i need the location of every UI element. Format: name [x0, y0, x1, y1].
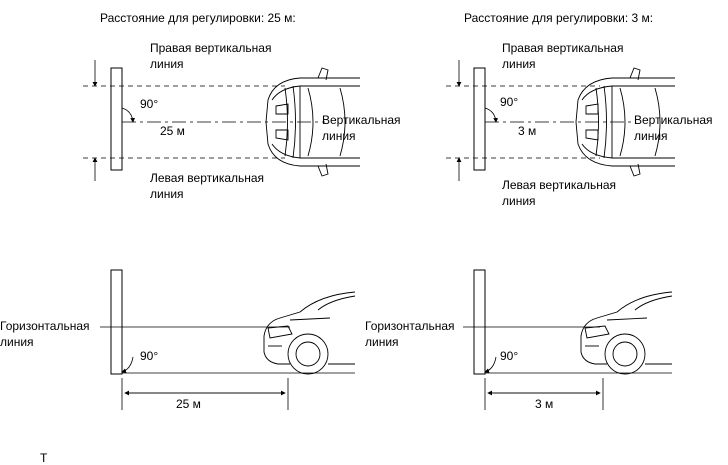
- heading-3m: Расстояние для регулировки: 3 м:: [464, 11, 653, 25]
- right-vertical-label-2: линия: [502, 57, 536, 71]
- vertical-line-label-2: линия: [634, 129, 668, 143]
- car-side-view: [580, 291, 673, 375]
- horizontal-line-label-1: Горизонтальная: [0, 319, 90, 333]
- footer-mark: T: [40, 451, 48, 465]
- top-view-3m: Расстояние для регулировки: 3 м: 90° 3 м…: [446, 11, 713, 208]
- right-vertical-label-2: линия: [150, 57, 184, 71]
- vertical-line-label-1: Вертикальная: [322, 113, 401, 127]
- right-vertical-label-1: Правая вертикальная: [150, 41, 271, 55]
- angle-arc: [484, 107, 499, 123]
- left-vertical-label-2: линия: [150, 187, 184, 201]
- left-vertical-label-1: Левая вертикальная: [502, 178, 616, 192]
- side-view-25m: Горизонтальная линия 90° 25 м: [0, 269, 356, 411]
- angle-arc: [121, 356, 134, 374]
- angle-label: 90°: [140, 349, 158, 363]
- horizontal-line-label-1: Горизонтальная: [365, 319, 455, 333]
- angle-arc: [484, 356, 497, 374]
- left-vertical-label-2: линия: [502, 194, 536, 208]
- distance-label: 3 м: [535, 397, 553, 411]
- angle-arc: [121, 107, 136, 123]
- screen: [110, 269, 123, 375]
- right-vertical-label-1: Правая вертикальная: [502, 41, 623, 55]
- horizontal-line-label-2: линия: [0, 335, 34, 349]
- angle-label: 90°: [500, 95, 518, 109]
- heading-25m: Расстояние для регулировки: 25 м:: [100, 11, 296, 25]
- angle-label: 90°: [140, 97, 158, 111]
- distance-label: 25 м: [176, 397, 201, 411]
- angle-label: 90°: [500, 349, 518, 363]
- side-view-3m: Горизонтальная линия 90° 3 м: [365, 269, 673, 411]
- top-view-25m: Расстояние для регулировки: 25 м: 90° 25…: [83, 11, 401, 201]
- screen: [110, 67, 123, 171]
- car-side-view: [263, 291, 356, 375]
- horizontal-line-label-2: линия: [365, 335, 399, 349]
- distance-label: 3 м: [518, 124, 536, 138]
- left-vertical-label-1: Левая вертикальная: [150, 171, 264, 185]
- car-top-view: [265, 67, 360, 177]
- screen: [473, 67, 486, 171]
- vertical-line-label-1: Вертикальная: [634, 113, 713, 127]
- distance-label: 25 м: [160, 124, 185, 138]
- screen: [473, 269, 486, 375]
- vertical-line-label-2: линия: [322, 129, 356, 143]
- car-top-view: [575, 67, 675, 177]
